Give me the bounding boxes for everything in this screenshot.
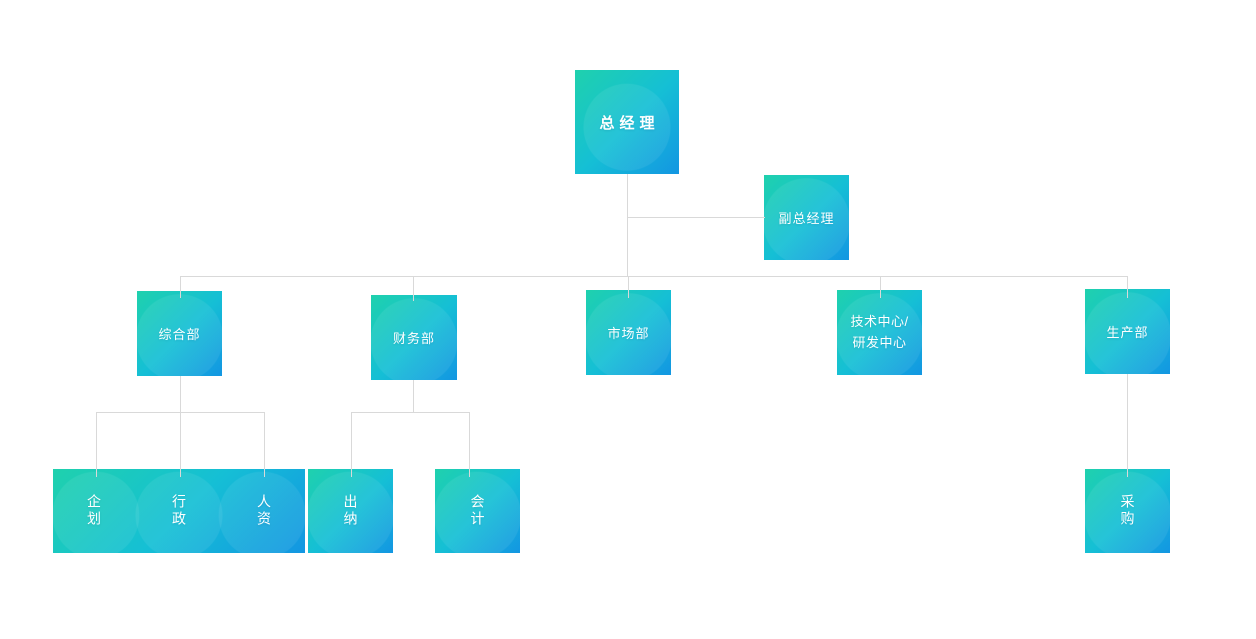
- node-finance-dept: 财务部: [371, 295, 457, 380]
- node-accounting-label: 会计: [469, 494, 486, 528]
- connector-stub-planning: [96, 412, 97, 477]
- node-tech-center-label: 技术中心/ 研发中心: [850, 313, 909, 350]
- node-production-dept: 生产部: [1085, 289, 1170, 374]
- node-hr-label: 人资: [256, 494, 272, 528]
- general-teams-row: 企划 行政 人资: [53, 494, 305, 528]
- connector-stub-cashier: [351, 412, 352, 477]
- connector-deputy-horizontal: [627, 217, 765, 218]
- node-general-dept-label: 综合部: [158, 327, 201, 342]
- connector-root-vertical: [627, 174, 628, 276]
- node-admin-label: 行政: [171, 494, 187, 528]
- connector-stub-production-dept: [1127, 276, 1128, 298]
- node-deputy-general-manager: 副总经理: [764, 175, 849, 260]
- node-planning-label: 企划: [86, 494, 102, 528]
- connector-stub-finance-dept: [413, 276, 414, 301]
- node-general-dept: 综合部: [137, 291, 222, 376]
- node-marketing-dept: 市场部: [586, 290, 671, 375]
- node-procurement: 采购: [1085, 469, 1170, 553]
- node-finance-dept-label: 财务部: [392, 331, 435, 346]
- node-general-teams-block: 企划 行政 人资: [53, 469, 305, 553]
- connector-stub-general-dept: [180, 276, 181, 298]
- connector-stub-tech-center: [880, 276, 881, 298]
- connector-stub-accounting: [469, 412, 470, 477]
- connector-stub-hr: [264, 412, 265, 477]
- connector-finance-vertical: [413, 380, 414, 412]
- connector-stub-marketing-dept: [628, 276, 629, 298]
- node-general-manager-label: 总经理: [599, 114, 660, 132]
- connector-procurement-vertical: [1127, 374, 1128, 477]
- node-marketing-dept-label: 市场部: [607, 326, 650, 341]
- connector-stub-admin: [180, 412, 181, 477]
- node-tech-center: 技术中心/ 研发中心: [837, 290, 922, 375]
- node-accounting: 会计: [435, 469, 520, 553]
- node-cashier: 出纳: [308, 469, 393, 553]
- node-general-manager: 总经理: [575, 70, 679, 174]
- node-deputy-general-manager-label: 副总经理: [778, 211, 835, 226]
- node-production-dept-label: 生产部: [1106, 325, 1149, 340]
- node-procurement-label: 采购: [1119, 494, 1136, 528]
- connector-level2-main: [180, 276, 1128, 277]
- connector-finance-branch: [351, 412, 469, 413]
- connector-general-vertical: [180, 376, 181, 412]
- node-cashier-label: 出纳: [342, 494, 359, 528]
